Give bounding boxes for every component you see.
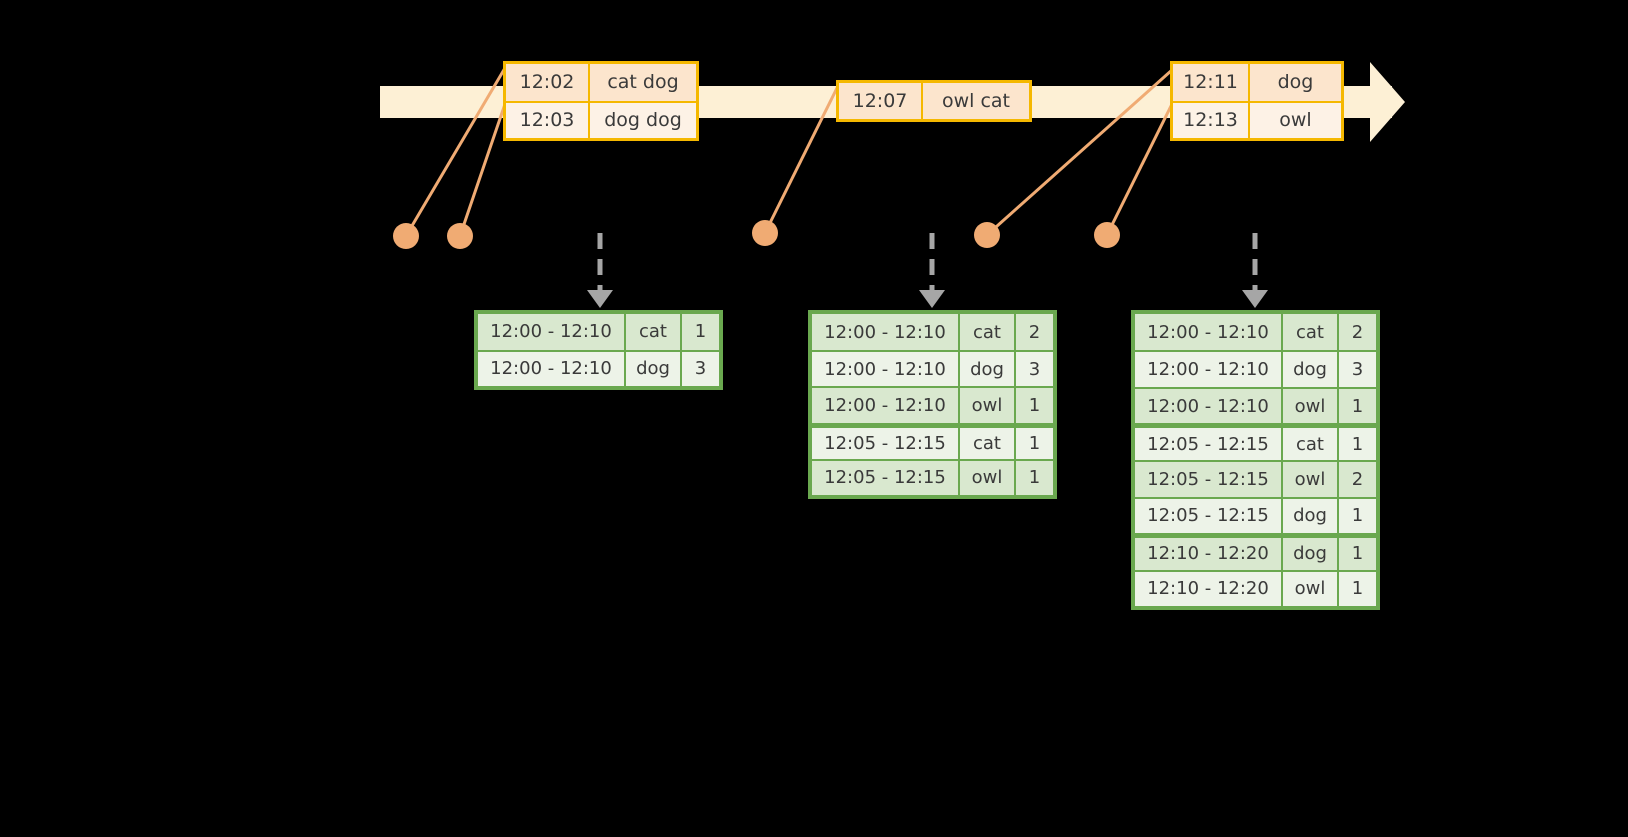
connector-3 xyxy=(763,85,840,234)
event-words: owl xyxy=(1279,109,1312,132)
cell-key: owl xyxy=(960,388,1016,423)
dashed-arrows xyxy=(587,233,1268,308)
event-marker-2[interactable] xyxy=(447,223,473,249)
cell-key: owl xyxy=(1283,462,1339,497)
cell-count: 3 xyxy=(1351,359,1364,381)
arrowhead-icon xyxy=(1242,290,1268,308)
cell-count: 1 xyxy=(1351,578,1364,600)
arrowhead-icon xyxy=(919,290,945,308)
cell-count: 2 xyxy=(1028,321,1041,343)
cell-window: 12:10 - 12:20 xyxy=(1135,571,1283,607)
event-words: dog xyxy=(1277,71,1314,94)
cell-count: 1 xyxy=(1351,543,1364,565)
dashed-arrow-to-table-2 xyxy=(919,233,945,308)
event-marker-5[interactable] xyxy=(1094,222,1120,248)
cell-window: 12:00 - 12:10 xyxy=(1135,388,1283,424)
timeline-event-row[interactable]: 12:11 dog xyxy=(1173,64,1341,101)
cell-window: 12:05 - 12:15 xyxy=(812,460,960,496)
cell-key: cat xyxy=(1283,314,1339,351)
event-time: 12:03 xyxy=(506,102,590,138)
timeline-event-group-2[interactable]: 12:07 owl cat xyxy=(836,80,1032,122)
cell-window: 12:05 - 12:15 xyxy=(812,427,960,459)
dashed-arrow-to-table-1 xyxy=(587,233,613,308)
event-marker-1[interactable] xyxy=(393,223,419,249)
event-time: 12:07 xyxy=(839,83,923,119)
cell-key: dog xyxy=(1283,538,1339,570)
cell-count: 1 xyxy=(694,321,707,343)
arrowhead-icon xyxy=(587,290,613,308)
connector-2 xyxy=(458,103,507,237)
cell-count: 1 xyxy=(1351,395,1364,417)
cell-window: 12:05 - 12:15 xyxy=(1135,498,1283,533)
timeline-event-group-1[interactable]: 12:02 cat dog 12:03 dog dog xyxy=(503,61,699,141)
connector-5 xyxy=(1105,103,1174,236)
cell-window: 12:10 - 12:20 xyxy=(1135,538,1283,570)
cell-window: 12:00 - 12:10 xyxy=(478,351,626,386)
event-time: 12:02 xyxy=(506,64,590,101)
event-words: owl cat xyxy=(941,90,1011,112)
cell-window: 12:05 - 12:15 xyxy=(1135,462,1283,497)
event-time: 12:11 xyxy=(1173,64,1250,101)
event-marker-4[interactable] xyxy=(974,222,1000,248)
cell-key: dog xyxy=(1283,352,1339,387)
event-time: 12:13 xyxy=(1173,102,1250,138)
cell-count: 2 xyxy=(1351,468,1364,490)
cell-key: cat xyxy=(960,314,1016,351)
cell-key: owl xyxy=(1283,388,1339,424)
timeline-event-row[interactable]: 12:02 cat dog xyxy=(506,64,696,101)
cell-window: 12:00 - 12:10 xyxy=(478,314,626,350)
cell-key: dog xyxy=(626,351,682,386)
cell-key: cat xyxy=(1283,428,1339,460)
cell-count: 3 xyxy=(1028,358,1041,380)
cell-window: 12:00 - 12:10 xyxy=(1135,352,1283,387)
cell-key: owl xyxy=(1283,571,1339,607)
cell-count: 1 xyxy=(1351,433,1364,455)
event-words: cat dog xyxy=(607,71,679,94)
cell-key: dog xyxy=(960,352,1016,387)
cell-window: 12:00 - 12:10 xyxy=(812,314,960,351)
timeline-event-group-3[interactable]: 12:11 dog 12:13 owl xyxy=(1170,61,1344,141)
cell-window: 12:00 - 12:10 xyxy=(812,352,960,387)
event-markers xyxy=(393,220,1120,249)
timeline-event-row[interactable]: 12:03 dog dog xyxy=(506,100,696,138)
cell-key: cat xyxy=(626,314,682,350)
timeline-event-row[interactable]: 12:07 owl cat xyxy=(839,83,1029,119)
dashed-arrow-to-table-3 xyxy=(1242,233,1268,308)
cell-key: cat xyxy=(960,427,1016,459)
cell-count: 3 xyxy=(694,358,707,380)
cell-key: dog xyxy=(1283,498,1339,533)
cell-count: 1 xyxy=(1351,505,1364,527)
cell-count: 1 xyxy=(1028,394,1041,416)
connector-1 xyxy=(404,67,507,237)
cell-count: 1 xyxy=(1028,432,1041,454)
cell-window: 12:00 - 12:10 xyxy=(812,388,960,423)
cell-window: 12:00 - 12:10 xyxy=(1135,314,1283,351)
cell-window: 12:05 - 12:15 xyxy=(1135,428,1283,460)
cell-count: 1 xyxy=(1028,467,1041,489)
cell-count: 2 xyxy=(1351,321,1364,343)
timeline-event-row[interactable]: 12:13 owl xyxy=(1173,100,1341,138)
cell-key: owl xyxy=(960,460,1016,496)
event-words: dog dog xyxy=(604,109,682,132)
event-marker-3[interactable] xyxy=(752,220,778,246)
